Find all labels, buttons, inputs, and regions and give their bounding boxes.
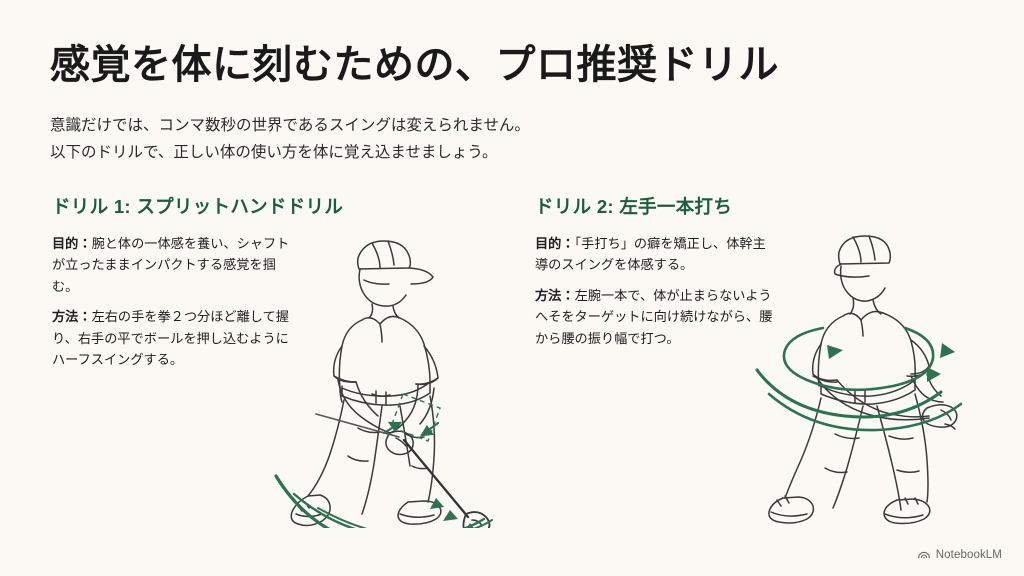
swing-path-arrowheads [430, 498, 474, 528]
drill-1-method-label: 方法： [52, 309, 92, 325]
drill-1-figure [272, 228, 532, 528]
drill-2-purpose: 目的：「手打ち」の癖を矯正し、体幹主導のスイングを体感する。 [535, 233, 775, 276]
rotation-arrowheads [827, 343, 955, 382]
body-rotation-arrows [755, 326, 963, 432]
drill-2-heading: ドリル 2: 左手一本打ち [535, 196, 733, 217]
notebooklm-brand: NotebookLM [917, 548, 1002, 562]
swing-path-arrows [274, 474, 493, 528]
drill-1-body: 目的：腕と体の一体感を養い、シャフトが立ったままインパクトする感覚を掴む。 方法… [52, 233, 292, 370]
drill-2-method-label: 方法： [535, 287, 575, 303]
drill-1-heading: ドリル 1: スプリットハンドドリル [52, 196, 344, 217]
drill-2-body: 目的：「手打ち」の癖を矯正し、体幹主導のスイングを体感する。 方法：左腕一本で、… [535, 233, 775, 349]
drill-1-purpose: 目的：腕と体の一体感を養い、シャフトが立ったままインパクトする感覚を掴む。 [52, 233, 292, 297]
drill-2-method: 方法：左腕一本で、体が止まらないようへそをターゲットに向け続けながら、腰から腰の… [535, 285, 775, 349]
drill-2-purpose-label: 目的： [535, 236, 575, 251]
hand-separation-arrows [382, 421, 440, 437]
subtitle: 意識だけでは、コンマ数秒の世界であるスイングは変えられません。 以下のドリルで、… [50, 112, 530, 166]
drill-column-1: ドリル 1: スプリットハンドドリル 目的：腕と体の一体感を養い、シャフトが立っ… [52, 193, 522, 370]
golfer-impact-split-hand-illustration [274, 240, 493, 528]
page-title: 感覚を体に刻むための、プロ推奨ドリル [50, 43, 779, 87]
golfer-one-arm-rotation-illustration [755, 235, 963, 525]
drill-2-method-text: 左腕一本で、体が止まらないようへそをターゲットに向け続けながら、腰から腰の振り幅… [535, 287, 773, 346]
subtitle-line-1: 意識だけでは、コンマ数秒の世界であるスイングは変えられません。 [50, 117, 530, 134]
drill-2-figure [755, 228, 1015, 528]
notebooklm-label: NotebookLM [935, 549, 1002, 561]
drill-1-method: 方法：左右の手を拳２つ分ほど離して握り、右手の平でボールを押し込むようにハーフス… [52, 306, 292, 370]
drill-2-purpose-text: 「手打ち」の癖を矯正し、体幹主導のスイングを体感する。 [535, 236, 766, 273]
drill-1-method-text: 左右の手を拳２つ分ほど離して握り、右手の平でボールを押し込むようにハーフスイング… [52, 309, 289, 367]
subtitle-line-2: 以下のドリルで、正しい体の使い方を体に覚え込ませましょう。 [50, 144, 498, 162]
drill-1-purpose-label: 目的： [52, 236, 92, 251]
drill-1-purpose-text: 腕と体の一体感を養い、シャフトが立ったままインパクトする感覚を掴む。 [52, 236, 290, 294]
notebooklm-icon [918, 551, 930, 559]
drill-column-2: ドリル 2: 左手一本打ち 目的：「手打ち」の癖を矯正し、体幹主導のスイングを体… [535, 193, 1005, 349]
split-hand-focus-box [390, 393, 441, 442]
